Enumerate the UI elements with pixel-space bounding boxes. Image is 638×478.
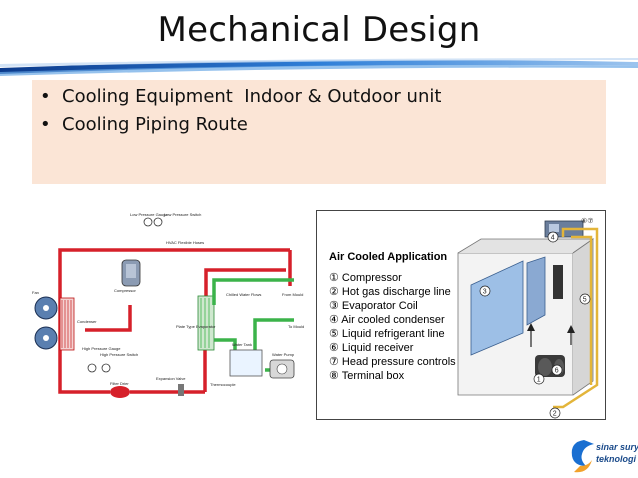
callout-1: 1	[537, 377, 541, 384]
label-low-pressure-switch: Low Pressure Switch	[164, 212, 201, 217]
chiller-schematic-diagram: Fan Condenser Compressor HVAC Flexible H…	[32, 212, 304, 398]
label-water-pump: Water Pump	[272, 352, 295, 357]
callout-6: 6	[555, 368, 559, 375]
label-hvac-flexible-hoses: HVAC Flexible Hoses	[166, 240, 204, 245]
callout-5: 5	[583, 297, 587, 304]
label-from-mould: From Mould	[282, 292, 303, 297]
label-low-pressure-gauge: Low Pressure Gauge	[130, 212, 168, 217]
condenser-coil	[59, 297, 75, 351]
air-cooled-unit-illustration: 3 4 ⑥⑦ 5 1 6 2	[457, 217, 599, 419]
legend-item: ② Hot gas discharge line	[329, 286, 451, 298]
logo-text-line1: sinar surya	[596, 442, 638, 452]
label-filter-drier: Filter Drier	[110, 381, 129, 386]
label-high-pressure-gauge: High Pressure Gauge	[82, 346, 121, 351]
slide-title: Mechanical Design	[157, 10, 481, 50]
legend-item: ③ Evaporator Coil	[329, 300, 418, 312]
filter-drier-icon	[110, 386, 130, 398]
air-cooled-application-diagram: Air Cooled Application ① Compressor ② Ho…	[316, 210, 606, 420]
sinar-surya-logo-icon	[571, 440, 594, 473]
legend-item: ④ Air cooled condenser	[329, 314, 445, 326]
label-fan: Fan	[32, 290, 39, 295]
legend-item: ⑤ Liquid refrigerant line	[329, 328, 445, 340]
air-cooled-title: Air Cooled Application	[329, 251, 448, 263]
label-condenser: Condenser	[77, 319, 97, 324]
label-chilled-water-flows: Chilled Water Flows	[226, 292, 261, 297]
bullet-box: •Cooling Equipment Indoor & Outdoor unit…	[32, 80, 606, 184]
legend-item: ⑥ Liquid receiver	[329, 342, 414, 354]
label-to-mould: To Mould	[288, 324, 304, 329]
label-water-tank: Water Tank	[232, 342, 252, 347]
bullet-item: •Cooling Equipment Indoor & Outdoor unit	[40, 86, 442, 107]
bullet-item: •Cooling Piping Route	[40, 114, 248, 135]
callout-3: 3	[483, 289, 487, 296]
legend-item: ⑦ Head pressure controls	[329, 356, 456, 368]
pressure-gauge-icon	[87, 217, 163, 373]
label-plate-type-evaporator: Plate Type Evaporator	[176, 324, 216, 329]
label-thermocouple: Thermocouple	[210, 382, 236, 387]
callout-6-7: ⑥⑦	[581, 217, 594, 225]
legend-item: ⑧ Terminal box	[329, 370, 405, 382]
water-pump-icon	[269, 359, 295, 379]
logo-text-line2: teknologi	[596, 454, 636, 464]
compressor-icon	[121, 259, 141, 287]
label-expansion-valve: Expansion Valve	[156, 376, 186, 381]
label-high-pressure-switch: High Pressure Switch	[100, 352, 138, 357]
evaporator-icon	[197, 295, 215, 351]
callout-2: 2	[553, 411, 557, 418]
fan-icon	[34, 296, 58, 350]
title-swoosh-decoration	[0, 58, 638, 76]
legend-item: ① Compressor	[329, 272, 402, 284]
expansion-valve-icon	[178, 384, 184, 396]
callout-4: 4	[551, 235, 555, 242]
water-tank-icon	[229, 349, 263, 377]
label-compressor: Compressor	[114, 288, 136, 293]
